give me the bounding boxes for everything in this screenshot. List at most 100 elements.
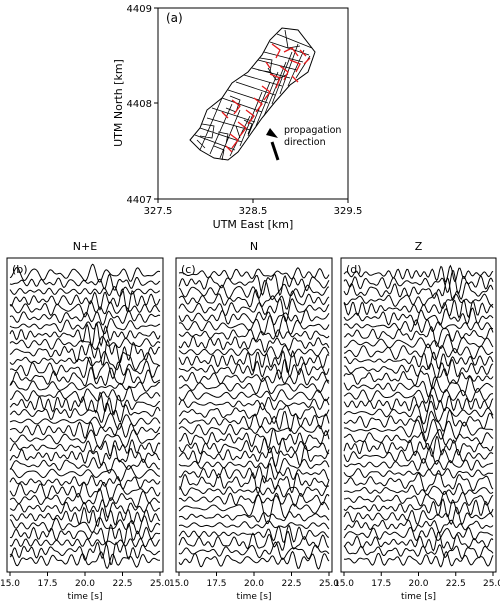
- waveform-trace: [9, 310, 161, 326]
- waveform-trace: [343, 292, 494, 310]
- waveform-trace: [178, 389, 330, 402]
- waveform-trace: [343, 325, 494, 348]
- waveform-trace: [343, 490, 494, 507]
- waveform-trace: [343, 334, 494, 354]
- waveform-trace: [178, 550, 330, 570]
- waveform-trace: [343, 498, 494, 518]
- waveform-trace: [178, 520, 330, 530]
- xtick-label: 17.5: [37, 579, 57, 589]
- map-xtick-label: 327.5: [144, 206, 173, 217]
- waveform-trace: [178, 279, 330, 301]
- xtick-label: 25.0: [150, 579, 170, 589]
- waveform-trace: [9, 412, 161, 430]
- waveform-trace: [9, 318, 161, 335]
- waveform-trace: [343, 530, 494, 552]
- waveform-trace: [9, 356, 161, 380]
- waveform-trace: [178, 462, 330, 484]
- xtick-label: 17.5: [371, 579, 391, 589]
- waveform-trace: [178, 314, 330, 338]
- waveform-trace: [343, 367, 494, 390]
- arrow-shaft: [270, 141, 280, 161]
- map-ylabel: UTM North [km]: [112, 59, 125, 147]
- waveform-trace: [9, 421, 161, 440]
- waveform-trace: [178, 368, 330, 386]
- waveform-trace: [178, 396, 330, 411]
- waveform-trace: [9, 541, 161, 566]
- xtick-label: 25.0: [319, 579, 339, 589]
- waveform-trace: [343, 264, 494, 283]
- xtick-label: 22.5: [281, 579, 301, 589]
- waveform-trace: [9, 338, 161, 366]
- panel-label: (c): [181, 263, 196, 276]
- waveform-trace: [178, 492, 330, 507]
- waveform-trace: [9, 380, 161, 392]
- waveform-trace: [343, 457, 494, 471]
- panel-label: (b): [12, 263, 28, 276]
- waveform-trace: [9, 367, 161, 387]
- waveform-trace: [178, 349, 330, 374]
- waveform-trace: [10, 464, 161, 482]
- waveform-trace: [343, 376, 494, 398]
- waveform-trace: [343, 409, 494, 434]
- street-network: [189, 27, 316, 161]
- waveform-trace: [178, 377, 330, 395]
- map-xtick-label: 328.5: [239, 206, 268, 217]
- panel-xlabel: time [s]: [401, 592, 436, 602]
- map-xtick-label: 329.5: [334, 206, 363, 217]
- waveform-trace: [343, 550, 494, 568]
- xtick-label: 25.0: [483, 579, 500, 589]
- xtick-label: 20.0: [244, 579, 264, 589]
- waveform-trace: [178, 423, 330, 437]
- waveform-trace: [343, 386, 494, 404]
- waveform-trace: [9, 391, 161, 416]
- xtick-label: 15.0: [334, 579, 354, 589]
- map-axes-frame: [157, 7, 349, 200]
- map-panel: (a) 4409 4408 4407 327.5 328.5 329.5 UTM…: [112, 4, 362, 231]
- waveform-trace: [178, 530, 330, 551]
- waveform-trace: [178, 427, 330, 449]
- waveform-trace: [178, 358, 330, 380]
- xtick-label: 15.0: [0, 579, 20, 589]
- panel-title: N: [250, 240, 258, 253]
- waveform-trace: [178, 267, 330, 280]
- waveform-trace: [343, 468, 494, 479]
- waveform-trace: [178, 297, 330, 323]
- waveform-trace: [9, 481, 161, 502]
- map-ytick-label: 4408: [127, 99, 152, 110]
- waveform-trace: [178, 457, 330, 474]
- xtick-label: 20.0: [75, 579, 95, 589]
- waveform-trace: [343, 435, 494, 458]
- waveform-trace: [9, 402, 161, 424]
- seismogram-panels: N+E (b) 15.0 17.5 20.0 22.5 25.0 time [s] N (c) 15…: [0, 240, 500, 602]
- waveform-trace: [343, 276, 494, 301]
- waveform-trace: [343, 307, 494, 326]
- waveform-trace: [343, 418, 494, 442]
- waveform-trace: [343, 446, 494, 465]
- waveform-trace: [9, 335, 161, 351]
- waveform-trace: [9, 537, 161, 548]
- waveform-trace: [9, 551, 160, 569]
- waveform-trace: [343, 351, 494, 370]
- xtick-label: 20.0: [408, 579, 428, 589]
- waveform-trace: [178, 344, 330, 360]
- waveform-trace: [343, 299, 494, 319]
- waveform-trace: [178, 289, 330, 310]
- waveform-trace: [178, 328, 330, 342]
- panel-title: N+E: [73, 240, 97, 253]
- waveform-trace: [9, 322, 161, 348]
- propagation-label-line1: propagation: [284, 125, 341, 136]
- waveform-trace: [178, 444, 330, 469]
- waveform-trace: [9, 385, 161, 403]
- waveform-trace: [9, 350, 161, 371]
- waveform-trace: [9, 300, 161, 318]
- waveform-trace: [9, 273, 161, 291]
- waveform-trace: [178, 541, 330, 560]
- xtick-label: 22.5: [446, 579, 466, 589]
- waveform-trace: [343, 428, 494, 450]
- waveform-trace: [343, 506, 494, 526]
- map-panel-label: (a): [166, 11, 183, 25]
- waveform-trace: [343, 469, 494, 492]
- waveform-trace: [343, 400, 494, 425]
- waveform-trace: [9, 515, 161, 535]
